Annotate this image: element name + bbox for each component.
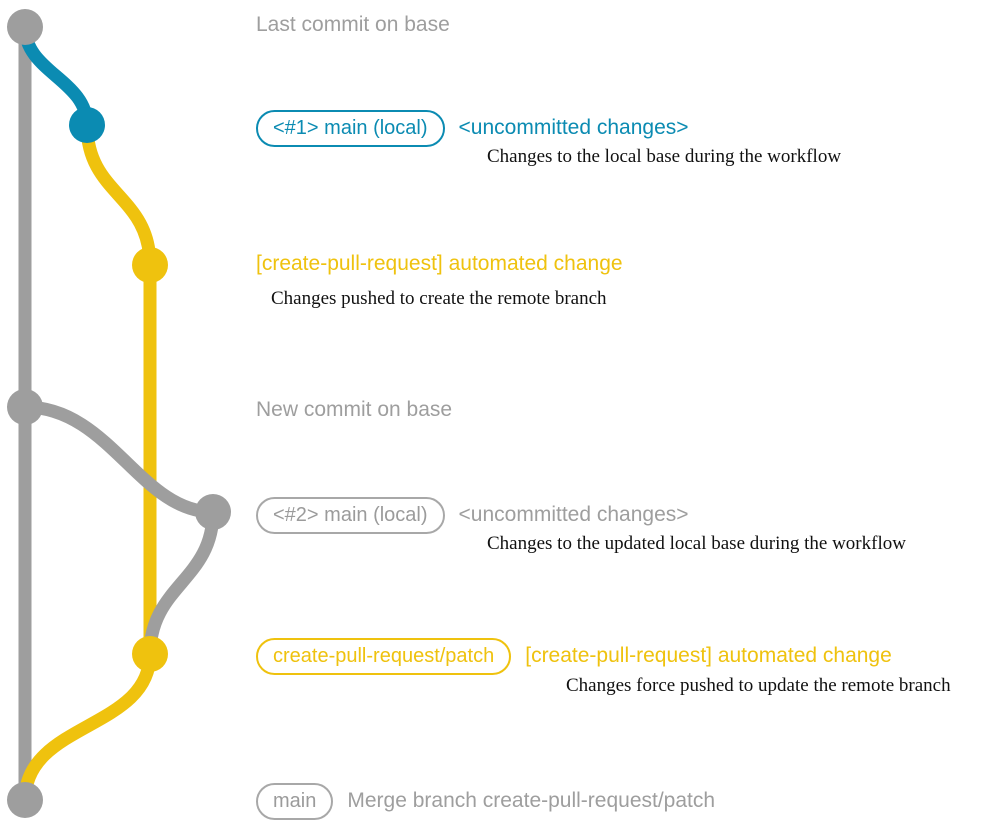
commit-note-local-1: Changes to the local base during the wor… [487,146,842,167]
commit-row-local-1: <#1> main (local) <uncommitted changes> [256,110,689,147]
ref-badge-main[interactable]: main [256,783,334,820]
commit-subject: Last commit on base [256,13,450,36]
ref-badge-create-pull-request-patch[interactable]: create-pull-request/patch [256,638,512,675]
commit-subject: [create-pull-request] automated change [256,252,623,275]
commit-row-patch-1: [create-pull-request] automated change [256,252,623,276]
edge-patch-2-to-merge [18,647,157,807]
commit-row-patch-2: create-pull-request/patch [create-pull-r… [256,638,892,675]
commit-note-local-2: Changes to the updated local base during… [487,533,906,554]
commit-node-patch-2[interactable] [132,636,168,672]
commit-node-patch-1[interactable] [132,247,168,283]
commit-node-base-merge[interactable] [7,782,43,818]
commit-row-local-2: <#2> main (local) <uncommitted changes> [256,497,689,534]
commit-subject: <uncommitted changes> [458,116,689,139]
commit-subject: New commit on base [256,398,453,421]
commit-node-local-1[interactable] [69,107,105,143]
commit-row-base-merge: main Merge branch create-pull-request/pa… [256,783,715,820]
edge-local-1-to-patch-1 [80,118,157,272]
commit-note-patch-2: Changes force pushed to update the remot… [566,675,951,696]
commit-row-base-new: New commit on base [256,398,452,422]
commit-subject: Merge branch create-pull-request/patch [347,789,716,812]
commit-row-base-last: Last commit on base [256,13,450,37]
edge-local-2-to-patch-2 [143,505,220,661]
commit-subject: [create-pull-request] automated change [525,644,892,667]
commit-note-patch-1: Changes pushed to create the remote bran… [271,288,607,309]
commit-node-local-2[interactable] [195,494,231,530]
ref-badge-main-local-2[interactable]: <#2> main (local) [256,497,445,534]
commit-node-base-last[interactable] [7,9,43,45]
edge-base-new-to-local-2 [18,400,220,519]
ref-badge-main-local-1[interactable]: <#1> main (local) [256,110,445,147]
commit-subject: <uncommitted changes> [458,503,689,526]
commit-nodes [7,9,231,818]
commit-node-base-new[interactable] [7,389,43,425]
